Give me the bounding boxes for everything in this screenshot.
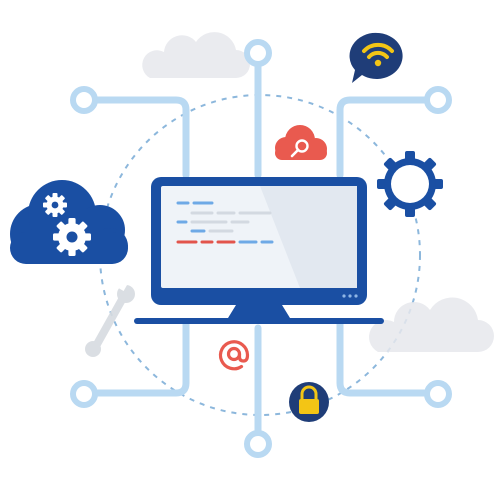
monitor-icon (134, 177, 384, 324)
at-sign-icon (218, 340, 250, 371)
monitor-led (342, 294, 346, 298)
cloud-gears-icon (10, 180, 128, 264)
gear-icon (43, 193, 67, 217)
circuit-node-top-center (244, 39, 272, 67)
circuit-lines (82, 51, 440, 444)
circuit-node-top-right (424, 86, 452, 114)
circuit-nodes (70, 39, 452, 458)
light-cloud-top-icon (142, 32, 250, 78)
gear-icon (377, 151, 443, 217)
circuit-node-bottom-left (70, 380, 98, 408)
circuit-node-bottom-center (244, 430, 272, 458)
light-cloud-right-icon (369, 297, 494, 352)
monitor-stand (228, 305, 290, 318)
monitor-screen-shine (260, 186, 357, 288)
monitor-led (348, 294, 352, 298)
padlock-icon (289, 382, 329, 422)
wrench-icon (85, 281, 135, 357)
monitor-led (354, 294, 358, 298)
gear-icon (53, 218, 91, 256)
cloud-search-icon (275, 125, 327, 160)
circuit-node-top-left (70, 86, 98, 114)
dashed-orbit-ring (99, 94, 421, 416)
circuit-node-bottom-right (424, 380, 452, 408)
code-lines (176, 201, 274, 244)
monitor-base (134, 318, 384, 324)
wifi-bubble-icon (349, 32, 403, 83)
